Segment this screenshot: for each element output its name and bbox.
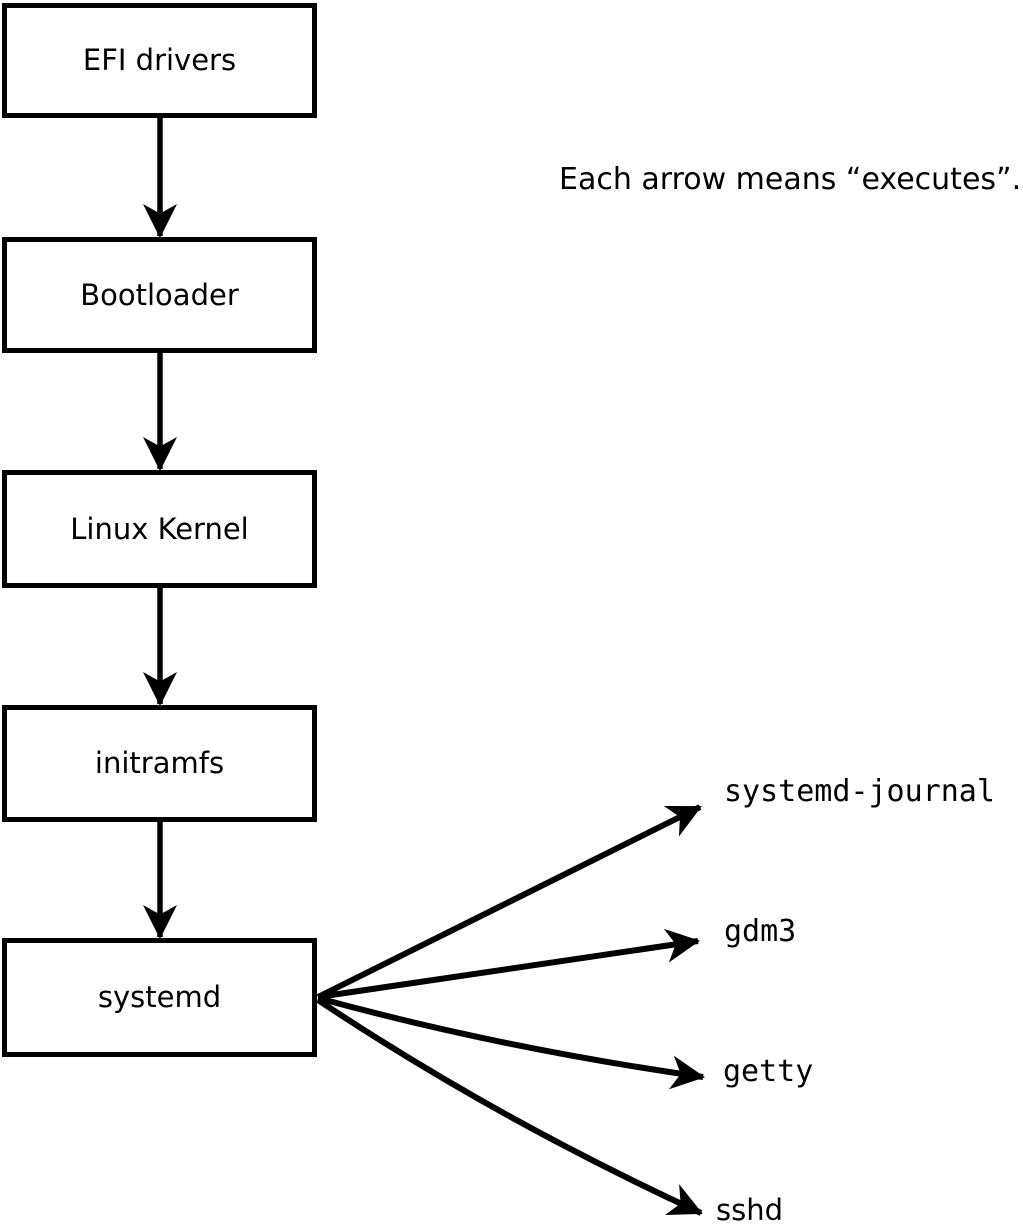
label-sshd: sshd: [716, 1193, 784, 1227]
arrow-systemd-to-sshd: [316, 997, 703, 1216]
arrow-systemd-to-gdm3: [317, 928, 701, 1000]
label-systemd-journal: systemd-journal: [724, 774, 995, 809]
node-efi-drivers-label: EFI drivers: [82, 43, 237, 77]
label-gdm3: gdm3: [724, 914, 797, 949]
label-getty: getty: [723, 1054, 814, 1089]
node-bootloader-label: Bootloader: [80, 277, 239, 312]
node-systemd: systemd: [2, 938, 317, 1057]
arrow-systemd-to-journal: [316, 804, 702, 1000]
node-systemd-label: systemd: [97, 980, 222, 1014]
node-linux-kernel-label: Linux Kernel: [70, 511, 249, 546]
arrow-systemd-to-getty: [317, 995, 706, 1090]
node-bootloader: Bootloader: [2, 237, 317, 353]
arrow-meaning-note: Each arrow means “executes”.: [559, 162, 1022, 197]
node-initramfs-label: initramfs: [94, 746, 225, 780]
node-linux-kernel: Linux Kernel: [2, 470, 317, 588]
node-efi-drivers: EFI drivers: [2, 3, 317, 118]
node-initramfs: initramfs: [2, 705, 317, 822]
